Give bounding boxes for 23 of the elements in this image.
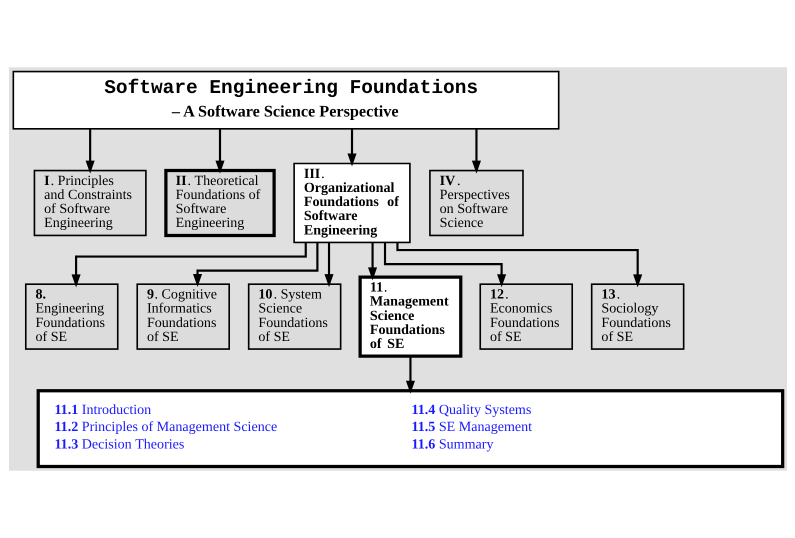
node-box: 11.1 Introduction 11.4 Quality Systems 11.2 Principles of Management Science 11.5 SE Management 11.3 Decision Theories 11.6 Summary xyxy=(36,389,784,468)
node-box: 9. Cognitive Informatics Foundations of SE xyxy=(136,283,230,350)
arrow xyxy=(71,242,306,288)
arrow xyxy=(192,242,318,287)
node-box: IV. Perspectives on Software Science xyxy=(428,170,524,236)
node-box: II. Theoretical Foundations of Software Engineering xyxy=(164,168,276,238)
node-box: 12. Economics Foundations of SE xyxy=(478,283,573,350)
arrow xyxy=(324,242,334,288)
node-box: I. Principles and Constraints of Software Engineering xyxy=(33,170,146,236)
arrow xyxy=(368,242,377,280)
arrow xyxy=(405,356,414,394)
arrow xyxy=(396,242,642,288)
arrow xyxy=(85,129,94,174)
node-box: Software Engineering Foundations – A Software Science Perspective xyxy=(12,70,559,130)
arrow xyxy=(383,242,506,288)
arrow xyxy=(471,129,480,174)
node-box: III. Organizational Foundations of Software Engineering xyxy=(292,162,410,244)
arrow xyxy=(214,129,224,174)
arrow xyxy=(346,129,356,166)
node-box: 8. Engineering Foundations of SE xyxy=(24,283,118,350)
node-box: 10. System Science Foundations of SE xyxy=(247,283,341,350)
node-box: 13. Sociology Foundations of SE xyxy=(590,283,684,350)
node-box: 11. Management Science Foundations of SE xyxy=(358,276,462,358)
